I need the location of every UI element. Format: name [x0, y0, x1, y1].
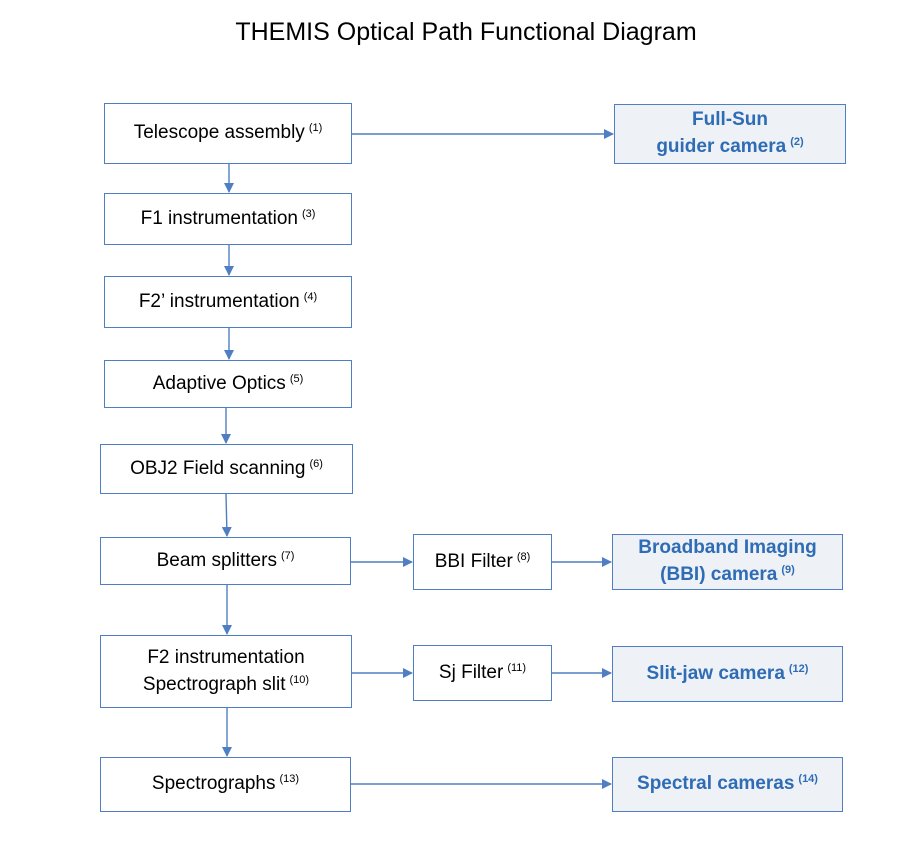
- box-f2prime-instrumentation: F2’ instrumentation(4): [104, 276, 352, 328]
- box-sj-filter: Sj Filter(11): [413, 645, 552, 701]
- box-bbi-camera: Broadband Imaging (BBI) camera(9): [612, 534, 843, 590]
- box-spectrographs: Spectrographs(13): [100, 757, 351, 812]
- diagram-title: THEMIS Optical Path Functional Diagram: [235, 18, 697, 46]
- box-adaptive-optics: Adaptive Optics(5): [104, 360, 352, 408]
- arrow-obj2-to-beam: [221, 493, 232, 537]
- box-fullsun-guider-camera: Full-Sun guider camera(2): [614, 104, 846, 164]
- box-f1-instrumentation: F1 instrumentation(3): [104, 193, 352, 245]
- box-slit-jaw-camera: Slit-jaw camera(12): [612, 646, 843, 702]
- box-obj2-field-scanning: OBJ2 Field scanning(6): [100, 444, 353, 494]
- box-spectral-cameras: Spectral cameras(14): [612, 757, 843, 812]
- box-bbi-filter: BBI Filter(8): [413, 534, 552, 590]
- box-beam-splitters: Beam splitters(7): [100, 537, 351, 585]
- box-telescope-assembly: Telescope assembly(1): [104, 103, 352, 164]
- box-f2-instrumentation-slit: F2 instrumentation Spectrograph slit(10): [100, 635, 352, 708]
